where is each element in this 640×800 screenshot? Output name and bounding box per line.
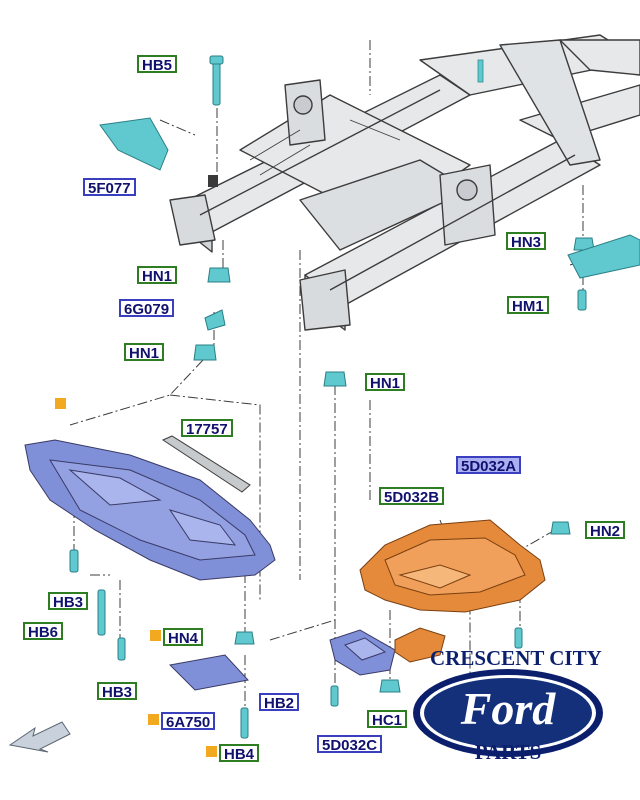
- bolt-rear: [514, 627, 523, 649]
- label-hn3: HN3: [506, 232, 547, 251]
- label-hb3-upper: HB3: [48, 592, 89, 611]
- marker-square: [150, 630, 161, 641]
- bracket-6g079: [204, 309, 226, 331]
- front-direction-arrow-icon: [8, 721, 71, 753]
- label-5f077: 5F077: [83, 178, 136, 197]
- bracket-right-rear: [567, 234, 640, 279]
- front-skid-plate: [24, 439, 276, 581]
- logo-top-text: CRESCENT CITY: [430, 646, 602, 670]
- label-6a750: 6A750: [161, 712, 216, 731]
- nut-hn1-center: [323, 371, 347, 387]
- nut-hn1-lower: [193, 344, 217, 361]
- ford-oval-logo: [413, 669, 603, 757]
- label-hb6: HB6: [23, 622, 64, 641]
- bar-17757: [161, 435, 251, 493]
- label-5d032a: 5D032A: [456, 456, 522, 475]
- nut-hn1-upper: [207, 267, 231, 283]
- bolt-hb3-lower: [117, 637, 126, 661]
- vehicle-frame: [169, 34, 640, 331]
- label-hb2: HB2: [259, 693, 300, 712]
- fasteners: [69, 55, 640, 739]
- label-5d032b: 5D032B: [379, 487, 445, 506]
- label-hn1-upper: HN1: [137, 266, 178, 285]
- label-hn1-lower: HN1: [124, 343, 165, 362]
- bolt-hb3-upper: [69, 549, 79, 573]
- clip-hc1: [379, 679, 401, 693]
- label-hm1: HM1: [507, 296, 549, 315]
- label-5d032c: 5D032C: [317, 735, 383, 754]
- rear-skid-plate: [359, 519, 546, 663]
- label-hc1: HC1: [367, 710, 408, 729]
- logo-bottom-text: PARTS: [474, 740, 542, 764]
- nut-hn4: [234, 631, 255, 645]
- logo-brand-text: Ford: [460, 683, 556, 734]
- bolt-hb5-head: [209, 55, 224, 65]
- plate-5d032c: [329, 629, 396, 676]
- nut-hn2: [550, 521, 571, 535]
- label-hb4: HB4: [219, 744, 260, 763]
- label-hn4: HN4: [163, 628, 204, 647]
- label-hn2: HN2: [585, 521, 626, 540]
- plate-6a750: [168, 654, 249, 691]
- label-hn1-center: HN1: [365, 373, 406, 392]
- plate-5d032b-part: [394, 627, 446, 663]
- bolt-hm1: [577, 289, 587, 311]
- marker-square: [55, 398, 66, 409]
- bracket-5f077: [99, 117, 169, 171]
- label-6g079: 6G079: [119, 299, 175, 318]
- frame-bolt: [208, 175, 218, 187]
- bolt-hb2: [330, 685, 339, 707]
- label-hb3-lower: HB3: [97, 682, 138, 701]
- label-17757: 17757: [181, 419, 233, 438]
- label-hb5: HB5: [137, 55, 178, 74]
- marker-square: [206, 746, 217, 757]
- bolt-hb5: [212, 59, 221, 106]
- bolt-hb6: [97, 589, 106, 636]
- marker-square: [148, 714, 159, 725]
- bolt-hb4: [240, 707, 249, 739]
- frame-stud: [477, 59, 484, 83]
